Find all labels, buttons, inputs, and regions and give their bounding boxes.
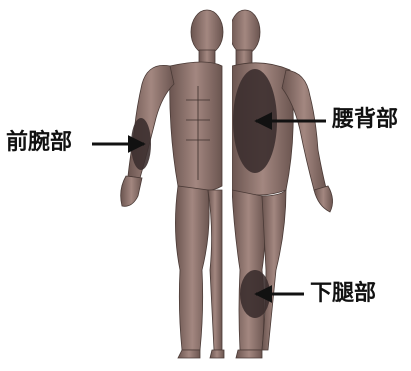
front-view-figure	[121, 10, 224, 358]
forearm-label: 前腕部	[6, 132, 72, 154]
lower-back-label: 腰背部	[332, 109, 398, 131]
lower-leg-label: 下腿部	[310, 283, 376, 305]
